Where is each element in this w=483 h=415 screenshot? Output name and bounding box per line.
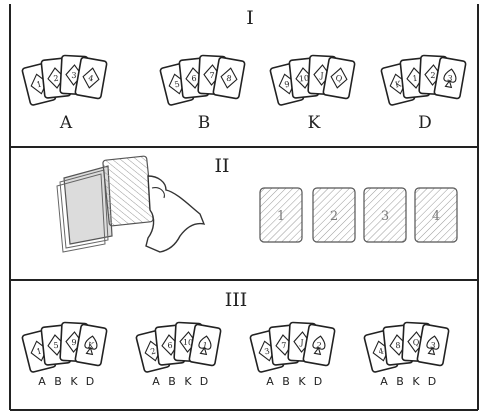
part-three-position-label: B	[282, 375, 290, 388]
deck-stack	[57, 156, 153, 252]
part-three-card-value: 9	[71, 338, 77, 347]
part-two-pile: 1	[260, 188, 302, 242]
part-one-card: 4	[75, 57, 107, 99]
part-three-position-label: K	[70, 375, 78, 388]
part-three-card-value: 5	[53, 341, 59, 350]
part-one-card-value: 1	[412, 74, 418, 83]
part-three-card-value: 7	[281, 341, 287, 350]
part-three-position-label: D	[428, 375, 436, 388]
section-two-numeral: II	[214, 155, 229, 177]
part-three-position-label: D	[314, 375, 322, 388]
part-three-position-label: K	[184, 375, 192, 388]
part-two-pile: 4	[415, 188, 457, 242]
part-one-card-value: 2	[53, 74, 59, 83]
part-three-position-label: B	[396, 375, 404, 388]
part-two-pile-number: 2	[330, 209, 338, 224]
part-one-card-value: 2	[430, 71, 436, 80]
part-three-position-label: K	[298, 375, 306, 388]
part-one-card: Q	[323, 57, 355, 99]
part-one-group-label: K	[308, 113, 321, 133]
part-three-position-label: D	[86, 375, 94, 388]
part-one-card-value: J	[319, 71, 324, 80]
part-three-position-label: D	[200, 375, 208, 388]
part-one-card: 8	[213, 57, 245, 99]
part-three-position-label: A	[152, 375, 160, 388]
part-two-pile: 2	[313, 188, 355, 242]
part-two-piles: 1 2 3 4	[260, 188, 457, 242]
part-two-pile-number: 4	[432, 209, 440, 224]
part-three-position-label: K	[412, 375, 420, 388]
part-one-card-value: 7	[209, 71, 215, 80]
part-three-card: 3	[417, 324, 449, 366]
part-three-position-label: A	[38, 375, 46, 388]
part-three-card-value: 8	[395, 341, 401, 350]
section-one-numeral: I	[246, 7, 254, 29]
part-three-card: 1	[189, 324, 221, 366]
part-three-card-value: 6	[167, 341, 173, 350]
part-three-position-label: A	[380, 375, 388, 388]
part-two-pile: 3	[364, 188, 406, 242]
part-three-card: K	[75, 324, 107, 366]
part-one-group-label: D	[418, 113, 432, 133]
part-one-card: 3	[434, 57, 466, 99]
part-three-position-label: A	[266, 375, 274, 388]
part-one-group-label: B	[198, 113, 211, 133]
part-three-position-label: B	[54, 375, 62, 388]
hand-with-deck	[57, 156, 204, 252]
part-one-card-value: 6	[191, 74, 197, 83]
part-one-group-label: A	[59, 113, 73, 133]
part-one-card-value: 3	[71, 71, 77, 80]
part-three-card-value: Q	[412, 338, 419, 347]
part-three-position-label: B	[168, 375, 176, 388]
part-three-card: 2	[303, 324, 335, 366]
part-two-pile-number: 1	[277, 209, 285, 224]
part-three-card-value: J	[299, 338, 304, 347]
section-three-numeral: III	[225, 289, 248, 311]
part-two-pile-number: 3	[381, 209, 389, 224]
